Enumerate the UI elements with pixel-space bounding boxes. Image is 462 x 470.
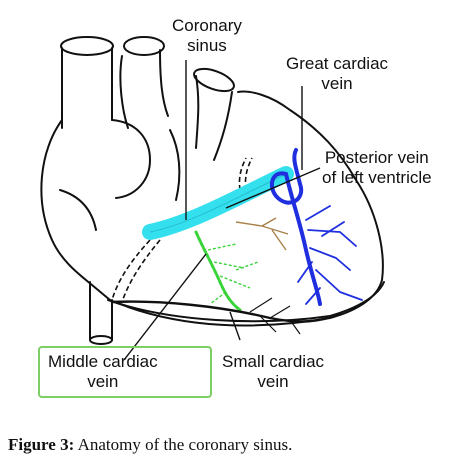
pulmonary-vessel-opening [123, 36, 165, 56]
middle-cardiac-vein-label: Middle cardiac vein [48, 352, 158, 391]
figure-caption: Figure 3: Anatomy of the coronary sinus. [8, 435, 292, 455]
leader-middle-cardiac-vein [123, 253, 207, 361]
small-cardiac-vein-vessel [110, 300, 342, 323]
coronary-sinus-label: Coronary sinus [172, 16, 242, 55]
posterior-vein-label: Posterior vein of left ventricle [322, 148, 432, 187]
superior-vena-cava-opening [60, 36, 114, 56]
figure-caption-text: Anatomy of the coronary sinus. [74, 435, 293, 454]
figure-caption-prefix: Figure 3: [8, 435, 75, 454]
middle-cardiac-vein-highlight [38, 346, 212, 398]
inferior-vena-cava-outline [89, 281, 113, 341]
pulmonary-vein-opening [193, 67, 235, 93]
small-cardiac-vein-label: Small cardiac vein [222, 352, 325, 391]
pulmonary-vessel-outline [119, 49, 169, 129]
leader-small-cardiac-vein [229, 311, 241, 341]
leader-posterior-vein [225, 167, 321, 209]
middle-cardiac-vein-vessel [194, 230, 242, 312]
superior-vena-cava-outline [61, 47, 113, 129]
great-cardiac-vein-label: Great cardiac vein [286, 54, 389, 93]
great-cardiac-vein-vessel [269, 148, 322, 306]
